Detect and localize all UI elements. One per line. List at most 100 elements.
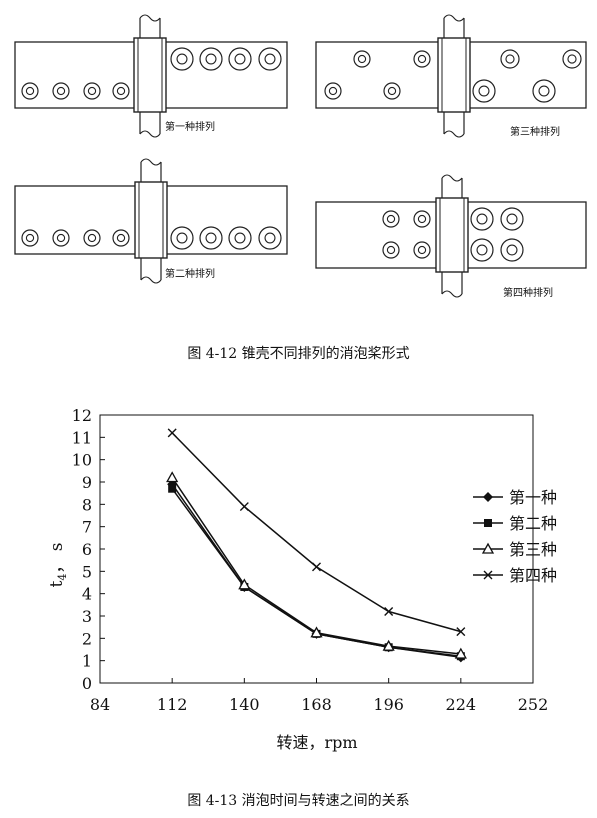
arrangement-label: 第二种排列: [165, 267, 215, 280]
foam-hole-inner: [176, 53, 188, 65]
foam-hole: [532, 79, 556, 103]
foam-hole: [413, 50, 431, 68]
marker-triangle: [238, 578, 251, 590]
foam-hole-inner: [505, 54, 515, 64]
y-tick-label: 4: [82, 585, 92, 604]
shaft-break: [443, 14, 465, 22]
foam-hole: [413, 241, 431, 259]
y-axis-label: t4， s: [47, 543, 69, 588]
marker-triangle: [454, 647, 467, 659]
x-tick-label: 140: [229, 695, 260, 714]
hub: [437, 37, 471, 113]
foam-hole-inner: [205, 53, 217, 65]
y-axis-label-main: t: [47, 580, 67, 587]
foam-hole: [199, 47, 223, 71]
marker-square: [484, 519, 492, 527]
shaft-break: [441, 290, 463, 298]
foam-hole-inner: [417, 214, 427, 224]
y-tick-label: 9: [82, 473, 92, 492]
foam-hole-inner: [234, 232, 246, 244]
y-tick-label: 3: [82, 607, 92, 626]
foam-hole: [562, 49, 582, 69]
arrangement-label: 第三种排列: [510, 125, 560, 138]
shaft-break: [139, 130, 161, 138]
foam-hole-inner: [386, 214, 396, 224]
foam-hole: [470, 238, 494, 262]
x-tick-label: 252: [518, 695, 549, 714]
y-tick-label: 8: [82, 495, 92, 514]
foam-hole: [21, 229, 39, 247]
legend-label: 第二种: [509, 514, 557, 533]
x-tick-label: 224: [446, 695, 477, 714]
foam-hole: [52, 82, 70, 100]
foam-hole-inner: [87, 233, 97, 243]
hub: [435, 197, 469, 273]
y-tick-label: 5: [82, 562, 92, 581]
foam-hole: [324, 82, 342, 100]
marker-square: [168, 484, 177, 493]
foam-hole: [112, 82, 130, 100]
y-tick-label: 2: [82, 629, 92, 648]
foam-hole: [382, 210, 400, 228]
legend-label: 第三种: [509, 540, 557, 559]
x-tick-label: 196: [373, 695, 404, 714]
y-tick-label: 10: [72, 451, 92, 470]
marker-triangle: [481, 542, 495, 554]
foam-hole: [199, 226, 223, 250]
foam-hole-inner: [417, 54, 427, 64]
arrangement-label: 第四种排列: [503, 286, 553, 299]
y-axis-label-unit: ， s: [47, 543, 67, 574]
marker-triangle: [310, 626, 323, 638]
foam-hole: [353, 50, 371, 68]
foam-hole-inner: [116, 233, 126, 243]
foam-hole: [170, 47, 194, 71]
y-axis-label-sub: 4: [56, 574, 69, 581]
hub-inner: [137, 37, 163, 113]
x-tick-label: 84: [90, 695, 110, 714]
foam-hole: [112, 229, 130, 247]
foam-hole: [500, 238, 524, 262]
y-tick-label: 11: [72, 428, 92, 447]
arrangement-label: 第一种排列: [165, 120, 215, 133]
marker-x: [384, 607, 394, 617]
foam-hole: [258, 47, 282, 71]
foam-hole-inner: [176, 232, 188, 244]
foam-hole: [413, 210, 431, 228]
y-tick-label: 1: [82, 652, 92, 671]
figure-caption-top: 图 4-12 锥壳不同排列的消泡桨形式: [187, 346, 410, 362]
foam-hole-inner: [25, 86, 35, 96]
foam-hole-inner: [234, 53, 246, 65]
arrangement-panel: 第三种排列: [315, 14, 587, 138]
shaft-break: [139, 14, 161, 22]
foam-hole-inner: [25, 233, 35, 243]
hub: [133, 37, 167, 113]
shaft-break: [441, 174, 463, 182]
foam-hole: [383, 82, 401, 100]
x-tick-label: 112: [157, 695, 188, 714]
foam-hole-inner: [478, 85, 490, 97]
foam-hole-inner: [386, 245, 396, 255]
foam-hole-inner: [417, 245, 427, 255]
arrangement-panel: 第二种排列: [14, 158, 288, 284]
hub-inner: [439, 197, 465, 273]
hub: [134, 181, 168, 259]
foam-hole-inner: [357, 54, 367, 64]
marker-diamond: [483, 492, 493, 502]
y-tick-label: 12: [72, 406, 92, 425]
plot-area: [99, 414, 534, 684]
foam-hole: [472, 79, 496, 103]
foam-hole: [500, 207, 524, 231]
foam-hole-inner: [506, 244, 518, 256]
y-tick-label: 0: [82, 674, 92, 693]
foam-hole-inner: [87, 86, 97, 96]
foam-hole: [83, 82, 101, 100]
foam-hole-inner: [264, 53, 276, 65]
marker-x: [312, 562, 321, 572]
arrangement-panel: 第四种排列: [315, 174, 587, 299]
foam-hole-inner: [56, 233, 66, 243]
y-tick-label: 7: [82, 518, 92, 537]
foam-hole: [21, 82, 39, 100]
foam-hole-inner: [387, 86, 397, 96]
shaft-break: [140, 158, 162, 166]
